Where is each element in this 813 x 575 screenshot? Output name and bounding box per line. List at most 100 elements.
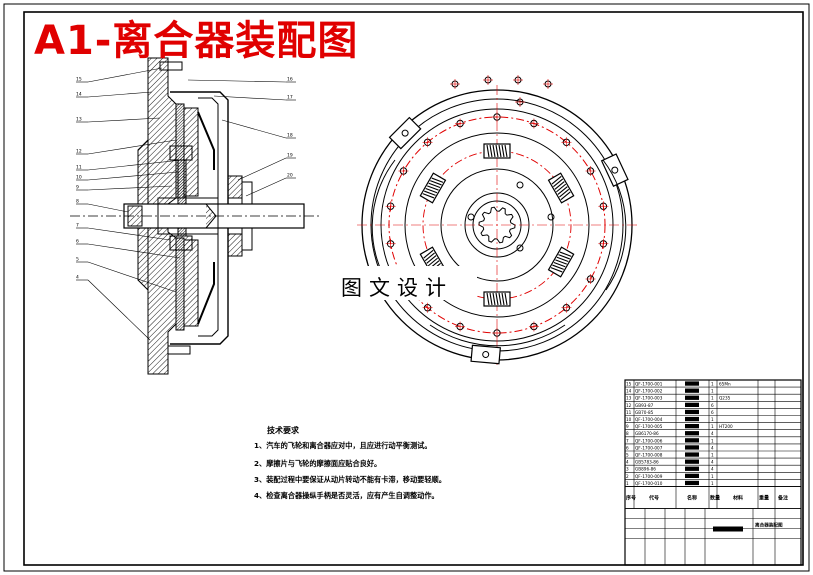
part-name-fill <box>685 388 699 393</box>
part-code: QF-1700-008 <box>635 453 663 458</box>
part-name-fill <box>685 466 699 471</box>
part-qty: 1 <box>711 453 714 458</box>
part-number: 6 <box>626 445 629 450</box>
part-number: 14 <box>626 389 632 394</box>
leader-line <box>87 279 151 341</box>
part-name-fill <box>685 395 699 400</box>
part-code: QF-1700-001 <box>635 382 663 387</box>
part-qty: 1 <box>711 389 714 394</box>
outer-border <box>3 3 810 572</box>
part-number: 8 <box>626 431 629 436</box>
part-name-fill <box>685 473 699 478</box>
header-cell: 重量 <box>759 495 769 502</box>
release-bearing-lower <box>227 233 243 257</box>
callout-label-left: 13 <box>76 117 82 123</box>
part-name-fill <box>685 480 699 486</box>
part-number: 15 <box>626 382 632 387</box>
part-number: 1 <box>626 481 629 486</box>
callout-label-left: 14 <box>76 92 82 98</box>
part-number: 12 <box>626 403 632 408</box>
callout-label-right: 19 <box>287 153 293 159</box>
part-code: GB6170-86 <box>635 431 659 436</box>
part-qty: 1 <box>711 417 714 422</box>
part-number: 13 <box>626 396 632 401</box>
part-code: QF-1700-009 <box>635 474 663 479</box>
part-code: GB93-87 <box>635 403 654 408</box>
requirement-item: 2、摩擦片与飞轮的摩擦面应贴合良好。 <box>254 459 382 468</box>
callout-label-right: 17 <box>287 95 293 101</box>
part-qty: 6 <box>711 403 714 408</box>
part-qty: 6 <box>711 410 714 415</box>
part-code: QF-1700-002 <box>635 389 663 394</box>
header-cell: 代号 <box>648 495 659 502</box>
part-name-fill <box>685 424 699 429</box>
part-name-fill <box>685 438 699 443</box>
part-number: 9 <box>626 424 629 429</box>
part-code: QF-1700-010 <box>635 481 663 486</box>
callout-label-left: 10 <box>76 175 82 181</box>
callout-label-left: 5 <box>76 257 79 263</box>
part-code: GB5783-86 <box>635 460 659 465</box>
part-code: GB896-86 <box>635 467 656 472</box>
parts-header <box>624 486 802 509</box>
part-number: 3 <box>626 467 629 472</box>
callout-label-left: 12 <box>76 149 82 155</box>
part-qty: 1 <box>711 438 714 443</box>
leader-line <box>221 119 287 139</box>
callout-label-right: 16 <box>287 77 293 83</box>
requirement-item: 3、装配过程中要保证从动片转动不能有卡滞，移动要轻顺。 <box>254 475 446 484</box>
header-cell: 数量 <box>710 495 720 502</box>
friction-disc-outer <box>404 132 590 318</box>
drawing-name-cell: 离合器装配图 <box>755 522 783 529</box>
leader-line <box>187 79 287 83</box>
scale-fill <box>713 526 743 532</box>
leader-line <box>245 177 287 197</box>
part-code: QF-1700-003 <box>635 396 663 401</box>
arc-slot <box>429 324 566 347</box>
rivet-hole <box>467 213 475 221</box>
part-code: GB70-85 <box>635 410 654 415</box>
part-number: 7 <box>626 438 629 443</box>
callout-label-left: 9 <box>76 185 79 191</box>
part-number: 11 <box>626 410 632 415</box>
requirement-item: 4、检查离合器操纵手柄是否灵活，应有产生自调整动作。 <box>254 491 439 500</box>
leader-line <box>87 159 183 171</box>
inner-border <box>23 11 804 566</box>
pressure-plate-lower <box>183 239 199 327</box>
header-cell: 材料 <box>733 495 743 502</box>
part-name-fill <box>685 431 699 436</box>
header-cell: 备注 <box>777 495 788 502</box>
rivet-hole <box>516 181 524 189</box>
leader-line <box>87 203 129 213</box>
damper-spring <box>419 172 447 204</box>
leader-line <box>87 139 177 155</box>
part-material: Q235 <box>719 396 731 401</box>
part-qty: 1 <box>711 396 714 401</box>
leader-line <box>213 95 287 101</box>
part-name-fill <box>685 381 699 386</box>
leader-line <box>87 117 161 123</box>
part-qty: 4 <box>711 445 714 450</box>
leader-line <box>87 243 181 259</box>
part-name-fill <box>685 445 699 450</box>
drawing-title: A1-离合器装配图 <box>34 18 359 64</box>
part-number: 10 <box>626 417 632 422</box>
part-code: QF-1700-005 <box>635 424 663 429</box>
release-lug <box>388 116 422 150</box>
part-code: QF-1700-004 <box>635 417 663 422</box>
callout-label-left: 11 <box>76 165 82 171</box>
watermark-mask <box>337 266 477 300</box>
damper-spring <box>483 143 511 159</box>
part-qty: 4 <box>711 460 714 465</box>
part-qty: 1 <box>711 424 714 429</box>
leader-line <box>87 171 179 181</box>
part-qty: 4 <box>711 467 714 472</box>
rivet-hole <box>547 213 555 221</box>
requirements-heading: 技术要求 <box>267 426 299 435</box>
part-number: 4 <box>626 460 629 465</box>
friction-disc-lower <box>175 237 185 331</box>
part-name-fill <box>685 416 699 422</box>
requirement-item: 1、汽车的飞轮和离合器应对中，且应进行动平衡测试。 <box>254 441 432 450</box>
callout-label-left: 6 <box>76 239 79 245</box>
